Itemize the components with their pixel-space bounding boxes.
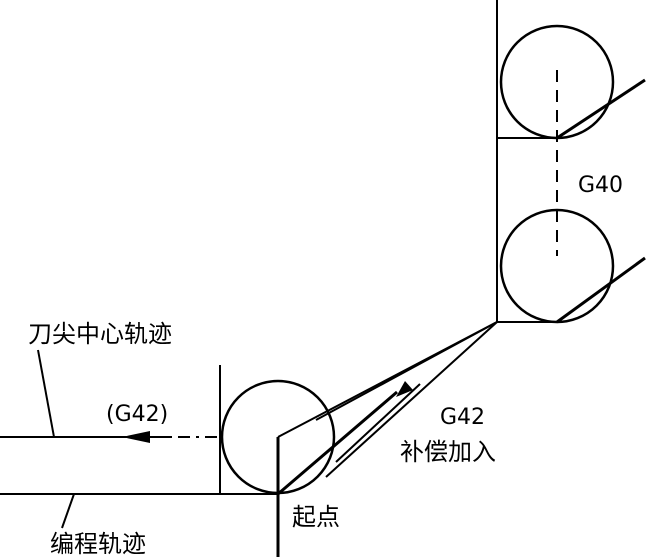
compensation-added-label: 补偿加入 — [400, 438, 496, 466]
tool-edge-start — [277, 390, 398, 496]
tool-circle-middle — [499, 208, 615, 324]
approach-arrowhead — [396, 381, 413, 397]
tool-edge-middle — [556, 256, 646, 324]
tool-center-path-arrowhead — [122, 431, 150, 443]
tool-center-leader — [37, 349, 55, 438]
g42-label: G42 — [440, 405, 485, 430]
programmed-path-leader — [61, 493, 75, 529]
programmed-path-label: 编程轨迹 — [50, 530, 146, 557]
g42-paren-label: (G42) — [106, 402, 168, 427]
corner-line-to-circle-bottom — [325, 321, 498, 478]
corner-line-to-circle-top — [315, 321, 498, 421]
tool-tip-center-path-label: 刀尖中心轨迹 — [28, 320, 172, 348]
approach-arrow-shaft — [335, 383, 421, 463]
tool-edge-top — [556, 78, 646, 140]
g40-label: G40 — [578, 173, 623, 198]
start-point-label: 起点 — [292, 503, 340, 531]
